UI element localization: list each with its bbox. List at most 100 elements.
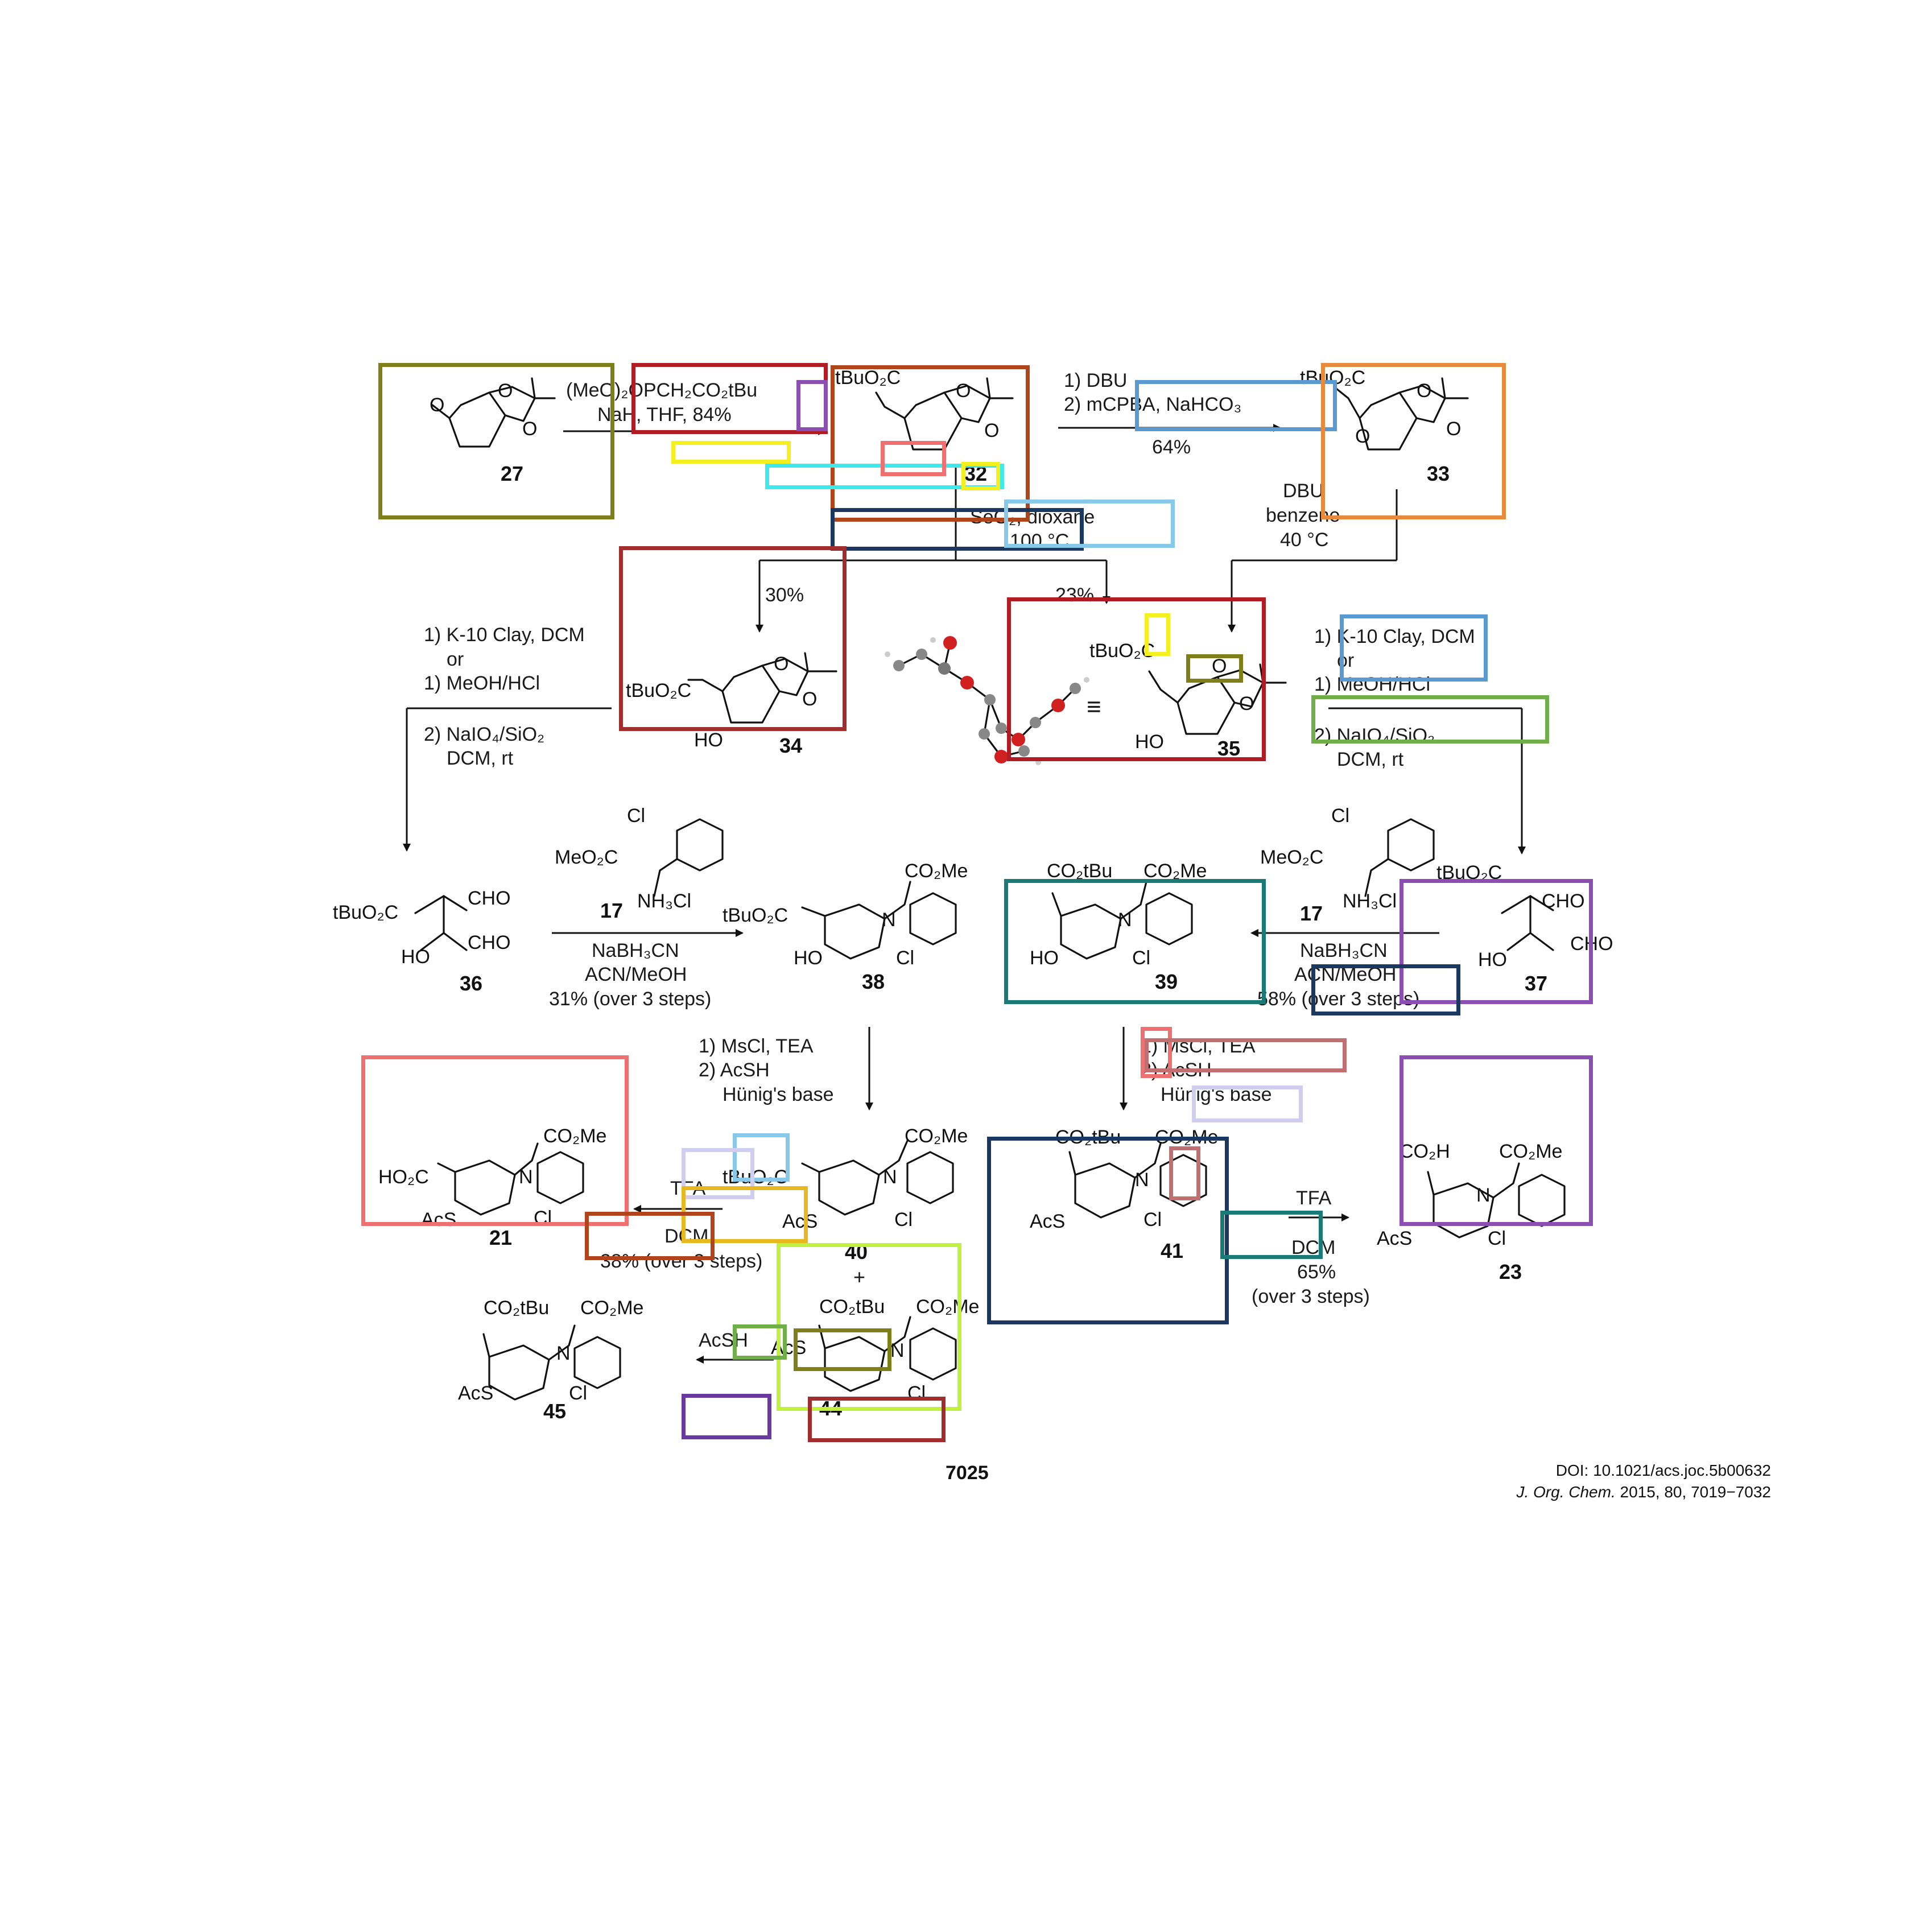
cond-r6-line5: DCM, rt [1337,749,1404,770]
annotation-box [682,1148,754,1199]
g36-cho2: CHO [468,932,511,953]
annotation-box [619,546,847,731]
annotation-box [1169,1146,1200,1200]
annotation-box [881,441,946,476]
compound-27: 27 [501,462,524,485]
g39-cl: Cl [1132,947,1151,969]
g23-cl: Cl [1488,1228,1506,1249]
g39-n: N [1118,909,1132,931]
compound-17b: 17 [1300,902,1323,925]
annotation-box [796,380,828,431]
g34-o2: O [802,688,818,710]
cond-r8-line1: NaBH₃CN [1300,940,1388,961]
g34-ester: tBuO₂C [626,680,692,701]
g39-co2me: CO₂Me [1143,860,1207,882]
g17b-ester: MeO₂C [1260,847,1324,868]
g35-o1: O [1212,655,1227,677]
compound-36: 36 [460,972,483,995]
plus-sign: + [853,1265,866,1289]
journal-citation: J. Org. Chem. 2015, 80, 7019−7032 [1516,1481,1771,1503]
g32-ester: tBuO₂C [835,367,901,389]
cond-r11-line2: DCM [664,1225,709,1247]
g34-ho: HO [694,729,723,751]
g45-co2me: CO₂Me [580,1297,644,1319]
g44-co2tbu: CO₂tBu [819,1296,885,1318]
g36-ester: tBuO₂C [333,902,399,923]
g40-n: N [883,1166,897,1188]
g33-ester: tBuO₂C [1300,367,1366,389]
equivalence-symbol: ≡ [1087,693,1101,721]
compound-38: 38 [862,970,885,993]
page-number: 7025 [946,1462,989,1484]
annotation-box [1220,1211,1323,1259]
cond-r8-yield: 58% (over 3 steps) [1257,988,1420,1010]
annotation-box [378,363,614,519]
g41-cl: Cl [1143,1209,1162,1231]
g36-ho: HO [401,946,430,968]
annotation-box [1311,695,1549,744]
cond-r5-line1: 1) K-10 Clay, DCM [424,624,585,646]
journal-name: J. Org. Chem. [1516,1483,1616,1501]
g27-o1: O [498,380,513,402]
annotation-box [808,1397,946,1442]
compound-23: 23 [1499,1260,1522,1283]
g35-ester: tBuO₂C [1089,640,1155,662]
annotation-box [1135,380,1337,431]
reaction-arrows [403,424,1526,1364]
g32-o1: O [956,380,971,402]
g33-o2: O [1446,418,1462,440]
compound-17a: 17 [600,899,624,922]
g45-acs: AcS [458,1382,494,1404]
g27-ketone-o: O [430,394,445,416]
g17a-cl: Cl [627,805,646,827]
g21-n: N [519,1166,533,1188]
citation-details: 2015, 80, 7019−7032 [1620,1483,1771,1501]
g23-co2me: CO₂Me [1499,1141,1563,1162]
cond-r5-line4: 2) NaIO₄/SiO₂ [424,724,545,745]
cond-r1-base: NaH, THF, 84% [597,404,732,426]
g17b-cl: Cl [1331,805,1350,827]
annotation-box [1004,879,1266,1004]
compound-41: 41 [1161,1239,1184,1262]
annotation-box [831,365,1030,522]
cond-r3-yield-34: 30% [765,584,804,606]
compound-35: 35 [1217,737,1241,760]
cond-r5-line2: or [447,649,464,670]
g38-ester: tBuO₂C [723,905,789,926]
g23-co2h: CO₂H [1400,1141,1450,1162]
cond-r3-yield-35: 23% [1055,584,1095,606]
g21-acs: AcS [421,1209,457,1231]
g38-n: N [882,909,896,931]
g17a-nh3cl: NH₃Cl [637,890,692,912]
g38-co2me: CO₂Me [905,860,968,882]
g45-n: N [556,1343,571,1364]
cond-r2-line2: 2) mCPBA, NaHCO₃ [1064,394,1242,415]
annotation-box [1311,964,1460,1015]
g23-n: N [1476,1184,1491,1206]
g41-n: N [1135,1169,1149,1191]
cond-r12-line3: 65% [1297,1261,1336,1283]
annotation-box [1004,499,1175,548]
g23-acs: AcS [1377,1228,1413,1249]
g34-o1: O [774,653,789,675]
cond-r2-line1: 1) DBU [1064,370,1128,391]
annotation-box [1145,1038,1347,1072]
annotation-box [1400,1055,1593,1226]
cond-r5-line3: 1) MeOH/HCl [424,672,540,694]
g45-co2tbu: CO₂tBu [484,1297,550,1319]
cond-r1-reagent: (MeO)₂OPCH₂CO₂tBu [566,379,758,401]
g39-ho: HO [1030,947,1059,969]
compound-34: 34 [779,734,803,757]
cond-r9-line3: Hünig's base [723,1084,834,1105]
cond-r12-line4: (over 3 steps) [1252,1286,1370,1307]
g33-o3: O [1355,426,1370,447]
g35-ho: HO [1135,731,1164,753]
g35-o2: O [1239,693,1254,715]
cond-r2-yield: 64% [1152,436,1191,458]
doi-citation: DOI: 10.1021/acs.joc.5b00632 J. Org. Che… [1516,1460,1771,1503]
g44-n: N [890,1340,905,1361]
annotation-box [987,1137,1229,1324]
annotation-box [1145,613,1170,656]
annotation-box [831,508,1084,551]
